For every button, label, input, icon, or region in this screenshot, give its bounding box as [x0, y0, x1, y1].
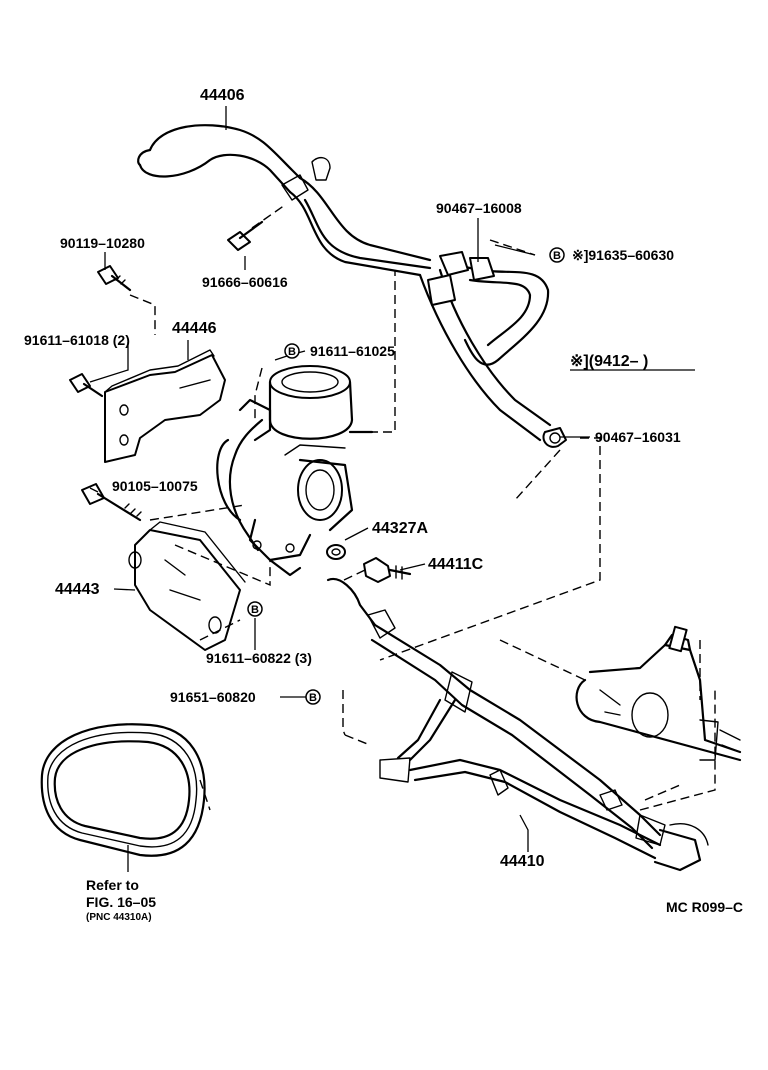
v-belt — [40, 723, 206, 857]
svg-text:B: B — [251, 604, 259, 616]
diagram-code: MC R099–C — [666, 899, 743, 915]
bolt-90119-10280 — [97, 265, 156, 335]
bolt-90105-10075 — [81, 483, 142, 522]
svg-text:B: B — [288, 346, 296, 358]
pressure-hose-44410 — [326, 577, 709, 872]
label-91611-61018: 91611–61018 (2) — [24, 332, 130, 348]
clamp-90467-16031 — [542, 427, 567, 448]
svg-text:B: B — [309, 692, 317, 704]
badge-b-hose: B — [305, 689, 321, 705]
union-bolt-44411c — [363, 557, 412, 583]
badge-b-reservoir: B — [284, 343, 300, 359]
badge-b-clamp: B — [549, 247, 565, 263]
return-tube — [418, 251, 552, 442]
badge-b-bracket: B — [247, 601, 263, 617]
label-90467-16031: 90467–16031 — [595, 429, 681, 445]
label-fig-16-05: FIG. 16–05 — [86, 894, 156, 910]
label-44443: 44443 — [55, 581, 100, 598]
label-44446: 44446 — [172, 320, 217, 337]
label-90119-10280: 90119–10280 — [60, 235, 145, 251]
label-91651-60820: 91651–60820 — [170, 689, 256, 705]
hose-44406 — [137, 124, 432, 277]
bracket-44443 — [128, 521, 246, 651]
label-44410: 44410 — [500, 853, 545, 870]
svg-text:B: B — [553, 250, 561, 262]
label-90467-16008: 90467–16008 — [436, 200, 522, 216]
label-91611-60822: 91611–60822 (3) — [206, 650, 312, 666]
label-91611-61025: 91611–61025 — [310, 343, 395, 359]
steering-gear — [575, 625, 742, 762]
label-44411c: 44411C — [428, 556, 484, 573]
bolt-91666-60616 — [227, 204, 286, 251]
label-pnc-44310a: (PNC 44310A) — [86, 912, 152, 923]
power-steering-pump — [216, 365, 374, 577]
bolt-91611-61018 — [69, 373, 104, 398]
label-91635-60630: ※]91635–60630 — [572, 247, 674, 263]
label-44406: 44406 — [200, 87, 245, 104]
gasket-44327a — [326, 544, 346, 560]
reference-lines — [149, 239, 716, 811]
leader-lines — [89, 106, 695, 872]
label-refer-to: Refer to — [86, 877, 139, 893]
label-91666-60616: 91666–60616 — [202, 274, 288, 290]
label-90105-10075: 90105–10075 — [112, 478, 198, 494]
label-44327a: 44327A — [372, 520, 428, 537]
label-note-9412: ※](9412– ) — [570, 353, 648, 370]
bracket-44446 — [104, 349, 226, 463]
